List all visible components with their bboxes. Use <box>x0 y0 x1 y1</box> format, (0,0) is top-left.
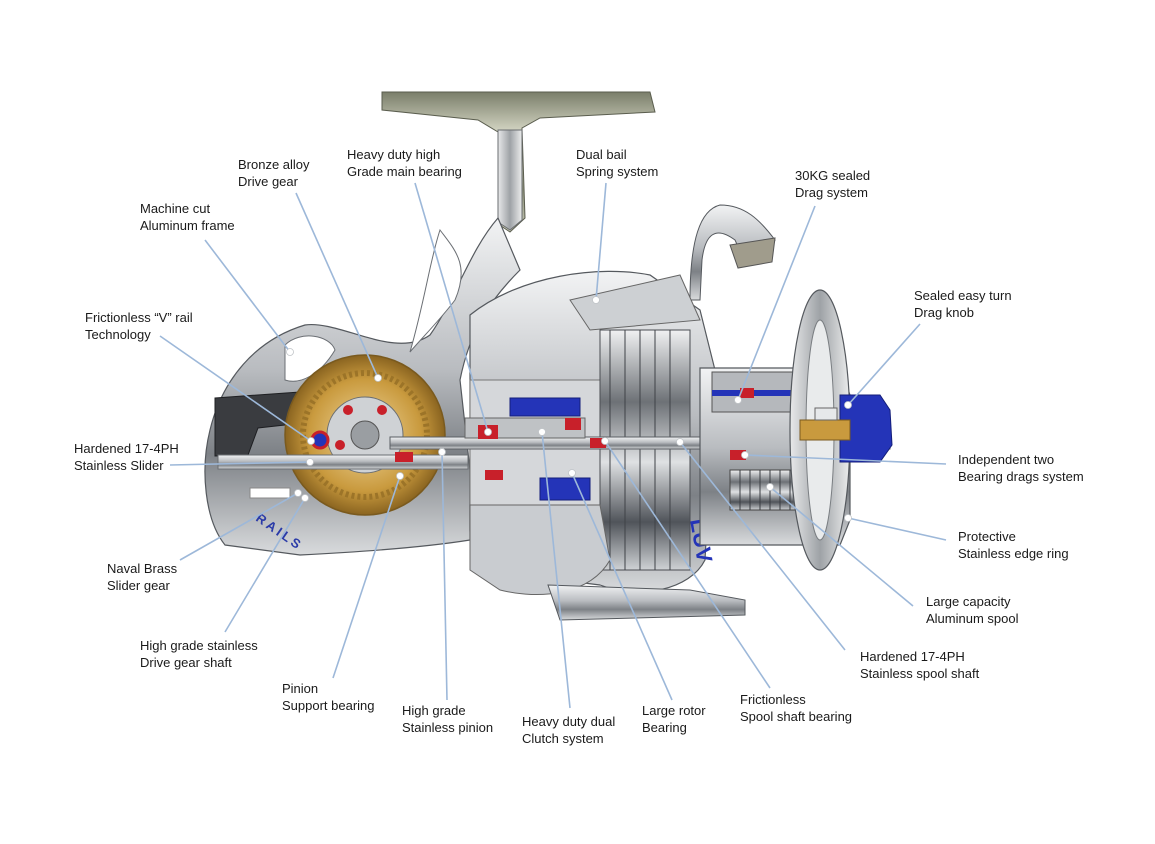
callout-spool-shaft-bearing: Frictionless Spool shaft bearing <box>740 691 852 725</box>
callout-edge-ring: Protective Stainless edge ring <box>958 528 1069 562</box>
callout-line1: Large rotor <box>642 703 706 718</box>
callout-line1: Bronze alloy <box>238 157 310 172</box>
callout-line2: Slider gear <box>107 578 170 593</box>
callout-frame: Machine cut Aluminum frame <box>140 200 235 234</box>
leader-v-rail <box>159 335 312 442</box>
stainless-slider <box>217 454 469 470</box>
leader-bail-spring <box>595 182 607 301</box>
callout-slider-gear: Naval Brass Slider gear <box>107 560 177 594</box>
reel-body: RAILS LUV <box>204 91 893 621</box>
callout-line2: Spool shaft bearing <box>740 709 853 724</box>
callout-line1: Hardened 17-4PH <box>74 441 179 456</box>
leader-slider <box>169 461 311 466</box>
leader-slider-gear <box>179 492 299 561</box>
callout-line1: Frictionless <box>740 692 806 707</box>
callout-line1: Sealed easy turn <box>914 288 1012 303</box>
leader-drag-system <box>737 205 816 401</box>
callout-line2: Grade main bearing <box>347 164 462 179</box>
callout-line1: High grade stainless <box>140 638 258 653</box>
callout-two-bearing-drags: Independent two Bearing drags system <box>958 451 1084 485</box>
callout-line2: Stainless edge ring <box>958 546 1069 561</box>
leader-drive-shaft <box>224 497 306 633</box>
leader-main-bearing <box>414 182 489 433</box>
callout-line2: Bearing <box>642 720 687 735</box>
callout-line2: Support bearing <box>282 698 375 713</box>
callout-line2: Stainless Slider <box>74 458 164 473</box>
callout-line2: Clutch system <box>522 731 604 746</box>
callout-pinion: High grade Stainless pinion <box>402 702 493 736</box>
callout-line2: Drive gear shaft <box>140 655 232 670</box>
leader-spool-shaft <box>679 441 846 651</box>
callout-line1: Naval Brass <box>107 561 178 576</box>
drag-knob <box>839 394 893 463</box>
callout-line1: Heavy duty high <box>347 147 441 162</box>
callout-pinion-bearing: Pinion Support bearing <box>282 680 375 714</box>
callout-line1: Protective <box>958 529 1016 544</box>
callout-drag-knob: Sealed easy turn Drag knob <box>914 287 1012 321</box>
callout-spool: Large capacity Aluminum spool <box>926 593 1019 627</box>
callout-line1: High grade <box>402 703 466 718</box>
leader-spool <box>769 486 914 607</box>
callout-line2: Stainless spool shaft <box>860 666 980 681</box>
callout-line1: Dual bail <box>576 147 627 162</box>
leader-lines <box>159 182 947 709</box>
leader-spool-shaft-bearing <box>604 440 771 689</box>
callout-line1: Independent two <box>958 452 1055 467</box>
callout-line2: Aluminum frame <box>140 218 235 233</box>
anchor-dots <box>286 296 852 522</box>
leader-rotor-bearing <box>571 472 673 701</box>
callout-line1: Frictionless “V” rail <box>85 310 193 325</box>
callout-line1: Large capacity <box>926 594 1011 609</box>
leader-pinion <box>441 451 448 701</box>
leader-drag-knob <box>847 323 921 406</box>
callout-line2: Bearing drags system <box>958 469 1084 484</box>
leader-frame <box>204 239 291 353</box>
callout-drag-system: 30KG sealed Drag system <box>795 167 870 201</box>
leader-clutch <box>541 431 571 709</box>
callout-line1: Hardened 17-4PH <box>860 649 965 664</box>
callout-line2: Drive gear <box>238 174 298 189</box>
callout-bail-spring: Dual bail Spring system <box>576 146 658 180</box>
callout-line1: Machine cut <box>140 201 211 216</box>
leader-pinion-bearing <box>332 475 401 679</box>
callout-line2: Aluminum spool <box>926 611 1019 626</box>
leader-two-bearing-drags <box>744 454 947 465</box>
callout-clutch: Heavy duty dual Clutch system <box>522 713 615 747</box>
callout-slider: Hardened 17-4PH Stainless Slider <box>74 440 179 474</box>
callout-line1: 30KG sealed <box>795 168 871 183</box>
callout-line2: Drag knob <box>914 305 974 320</box>
callout-main-bearing: Heavy duty high Grade main bearing <box>347 146 462 180</box>
callout-line2: Spring system <box>576 164 659 179</box>
rotor-cylinder <box>599 329 691 571</box>
callout-line2: Stainless pinion <box>402 720 494 735</box>
callout-spool-shaft: Hardened 17-4PH Stainless spool shaft <box>860 648 979 682</box>
callout-line2: Technology <box>85 327 151 342</box>
leader-bronze-gear <box>295 192 379 379</box>
callout-rotor-bearing: Large rotor Bearing <box>642 702 706 736</box>
callout-line1: Heavy duty dual <box>522 714 616 729</box>
callout-line2: Drag system <box>795 185 868 200</box>
bail-arm <box>689 204 776 301</box>
callout-bronze-gear: Bronze alloy Drive gear <box>238 156 310 190</box>
leader-edge-ring <box>847 517 947 541</box>
callout-v-rail: Frictionless “V” rail Technology <box>85 309 193 343</box>
callout-drive-shaft: High grade stainless Drive gear shaft <box>140 637 258 671</box>
callout-line1: Pinion <box>282 681 319 696</box>
